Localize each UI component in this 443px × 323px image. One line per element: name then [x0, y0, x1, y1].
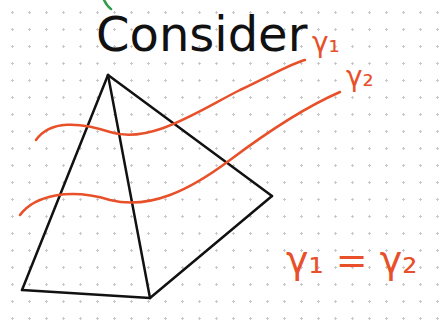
- heading-note: Consider: [96, 8, 307, 61]
- curve-label: γ₁: [312, 28, 340, 59]
- pyramid: [22, 75, 272, 298]
- pyramid-edge: [150, 196, 272, 298]
- curve-gamma-1: [36, 60, 305, 140]
- pyramid-edge: [22, 75, 108, 290]
- curves: [20, 60, 340, 215]
- pyramid-edge: [108, 75, 150, 298]
- curve-gamma-2: [20, 92, 340, 215]
- equation-note: γ₁ = γ₂: [286, 240, 417, 282]
- pyramid-edge: [22, 290, 150, 298]
- curve-label: γ₂: [346, 62, 374, 93]
